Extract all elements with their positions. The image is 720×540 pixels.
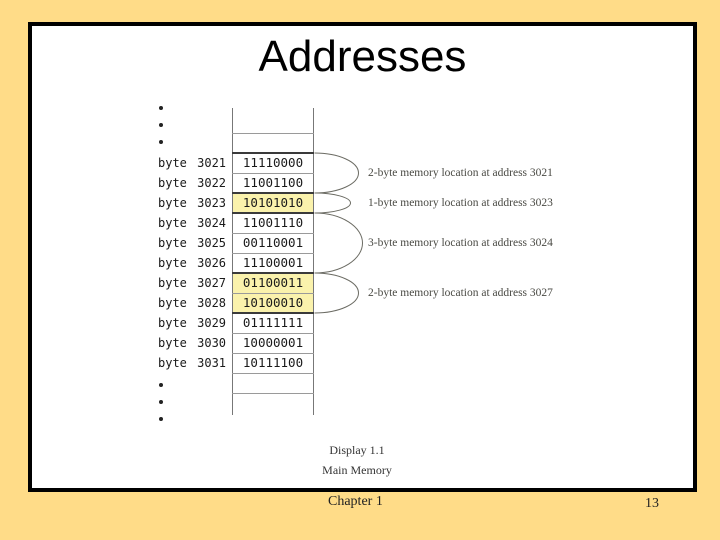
memory-cell: 11001110 — [242, 215, 304, 230]
annotation-label: 1-byte memory location at address 3023 — [368, 197, 553, 209]
memory-cell: 11001100 — [242, 175, 304, 190]
memory-cell: 10111100 — [242, 355, 304, 370]
row-separator — [232, 373, 314, 374]
annotation-label: 3-byte memory location at address 3024 — [368, 237, 553, 249]
slide-body: Addresses byte 3021 11110000 byte 3022 1100… — [28, 22, 697, 492]
byte-address-label: byte 3026 — [158, 256, 227, 270]
byte-address-label: byte 3029 — [158, 316, 227, 330]
group-arc — [314, 272, 359, 314]
grouping-arcs — [314, 152, 363, 314]
memory-column — [232, 108, 314, 415]
row-separator — [232, 333, 314, 334]
memory-cell: 10101010 — [233, 193, 313, 213]
group-arc — [314, 192, 351, 214]
row-separator — [232, 173, 314, 174]
memory-cell: 11100001 — [242, 255, 304, 270]
figure-caption: Display 1.1 — [329, 443, 385, 457]
group-arc — [314, 152, 359, 194]
group-arc — [314, 212, 363, 274]
memory-cell: 01111111 — [242, 315, 304, 330]
byte-address-label: byte 3023 — [158, 196, 227, 210]
memory-cell: 10100010 — [233, 293, 313, 313]
row-separator — [232, 192, 314, 194]
byte-address-label: byte 3021 — [158, 156, 227, 170]
memory-diagram: byte 3021 11110000 byte 3022 11001100 byte 3… — [32, 26, 693, 488]
row-separator — [232, 272, 314, 274]
annotation-label: 2-byte memory location at address 3027 — [368, 287, 553, 299]
byte-address-label: byte 3027 — [158, 276, 227, 290]
footer-page-number: 13 — [645, 496, 659, 511]
footer-chapter: Chapter 1 — [328, 494, 383, 509]
memory-cell: 10000001 — [242, 335, 304, 350]
row-separator — [232, 253, 314, 254]
annotation-label: 2-byte memory location at address 3021 — [368, 167, 553, 179]
row-separator — [232, 233, 314, 234]
byte-address-label: byte 3025 — [158, 236, 227, 250]
byte-address-label: byte 3030 — [158, 336, 227, 350]
byte-address-label: byte 3024 — [158, 216, 227, 230]
memory-cell: 01100011 — [233, 273, 313, 293]
figure-subcaption: Main Memory — [322, 463, 392, 477]
row-separator — [232, 312, 314, 314]
ellipsis-bottom-icon — [159, 383, 164, 434]
memory-cell: 00110001 — [242, 235, 304, 250]
ellipsis-top-icon — [159, 106, 164, 157]
row-separator — [232, 133, 314, 134]
row-separator — [232, 353, 314, 354]
byte-address-label: byte 3031 — [158, 356, 227, 370]
row-separator — [232, 152, 314, 154]
row-separator — [232, 393, 314, 394]
byte-address-label: byte 3022 — [158, 176, 227, 190]
slide-title: Addresses — [258, 32, 467, 81]
row-separator — [232, 212, 314, 214]
row-separator — [232, 293, 314, 294]
byte-address-label: byte 3028 — [158, 296, 227, 310]
memory-cell: 11110000 — [242, 155, 304, 170]
